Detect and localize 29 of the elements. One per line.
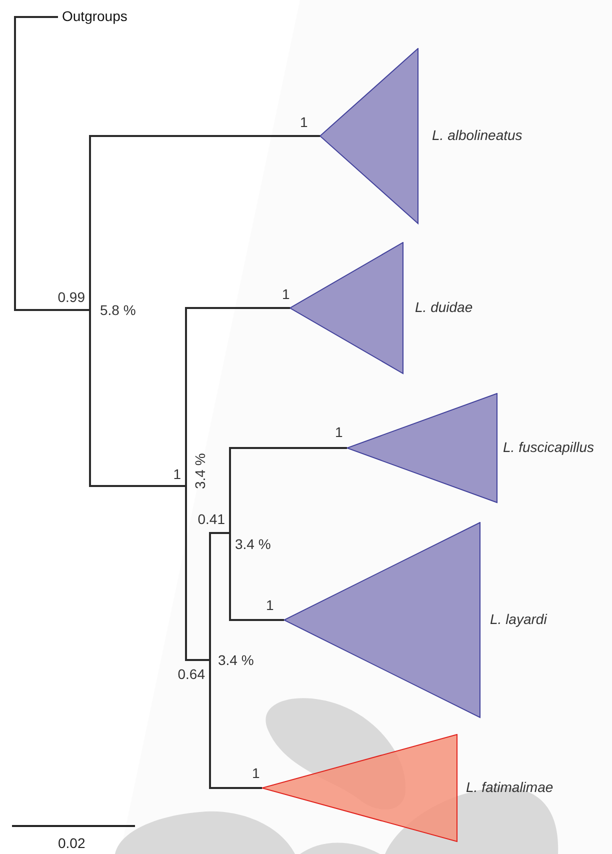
species-name: L. albolineatus	[432, 127, 522, 143]
divergence-label: 5.8 %	[100, 302, 136, 318]
species-name: L. fatimalimae	[466, 779, 554, 795]
support-value: 1	[266, 597, 274, 613]
species-name: L. layardi	[490, 611, 547, 627]
support-value: 0.99	[46, 289, 90, 310]
tree-branch	[89, 135, 320, 310]
tree-branch	[229, 447, 347, 533]
tree-branch	[209, 660, 262, 789]
scale-label: 0.02	[58, 835, 86, 851]
support-value: 1	[162, 466, 186, 486]
tree-branch	[185, 486, 210, 661]
tree-branch	[14, 16, 90, 311]
tree-branch	[229, 533, 284, 621]
tree-branch	[209, 532, 230, 660]
support-value: 1	[282, 286, 290, 302]
support-value: 1	[300, 114, 308, 130]
tree-branch	[185, 307, 290, 486]
support-value: 1	[335, 424, 343, 440]
species-name: L. fuscicapillus	[503, 439, 594, 455]
species-name: L. duidae	[415, 299, 473, 315]
support-value: 1	[252, 765, 260, 781]
support-value: 0.64	[172, 660, 210, 682]
divergence-label: 3.4 %	[192, 453, 208, 489]
tree-branch	[89, 310, 186, 487]
support-value: 0.41	[190, 510, 230, 533]
taxon-label: Outgroups	[62, 8, 128, 24]
divergence-label: 3.4 %	[218, 652, 254, 668]
divergence-label: 3.4 %	[235, 536, 271, 552]
